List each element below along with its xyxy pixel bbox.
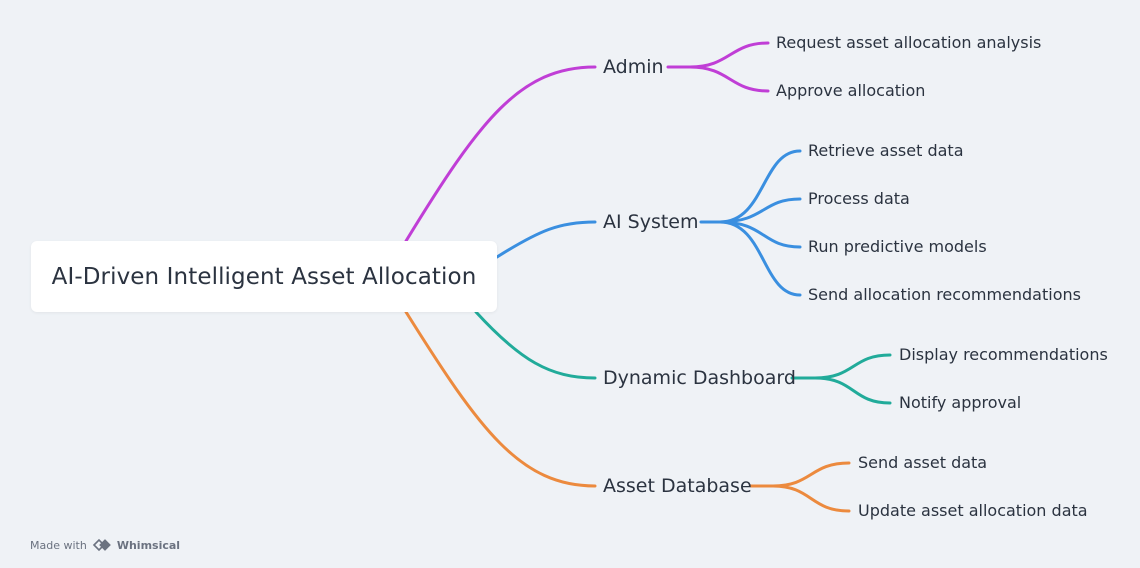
connector-dashboard-child-2 xyxy=(813,376,892,405)
leaf-dashboard-1[interactable]: Display recommendations xyxy=(899,345,1108,364)
leaf-ai-3[interactable]: Run predictive models xyxy=(808,237,987,256)
leaf-admin-2[interactable]: Approve allocation xyxy=(776,81,926,100)
branch-admin[interactable]: Admin xyxy=(603,56,664,78)
leaf-dashboard-2[interactable]: Notify approval xyxy=(899,393,1022,412)
branch-ai-system[interactable]: AI System xyxy=(603,211,699,233)
leaf-db-1[interactable]: Send asset data xyxy=(858,453,988,472)
made-with-text: Made with xyxy=(30,538,87,552)
connector-ai-child-4 xyxy=(718,220,802,297)
connector-admin-child-1 xyxy=(688,41,770,69)
connector-ai-child-1 xyxy=(718,149,802,224)
connector-dashboard-child-1 xyxy=(813,353,892,380)
connector-ai-child-3 xyxy=(718,220,802,249)
made-with-footer[interactable]: Made with Whimsical xyxy=(30,538,180,552)
connector-root-ai-system xyxy=(495,220,597,259)
connector-root-asset-database xyxy=(404,310,597,488)
connector-db-child-1 xyxy=(771,461,851,488)
leaf-db-2[interactable]: Update asset allocation data xyxy=(858,501,1088,520)
root-node-label: AI-Driven Intelligent Asset Allocation xyxy=(51,263,477,290)
connector-admin-child-2 xyxy=(688,65,770,93)
connector-db-child-2 xyxy=(771,484,851,513)
branch-dynamic-dashboard[interactable]: Dynamic Dashboard xyxy=(603,367,796,389)
leaf-ai-4[interactable]: Send allocation recommendations xyxy=(808,285,1081,304)
leaf-ai-1[interactable]: Retrieve asset data xyxy=(808,141,964,160)
connector-root-admin xyxy=(404,65,597,243)
root-node[interactable]: AI-Driven Intelligent Asset Allocation xyxy=(31,241,497,312)
branch-asset-database[interactable]: Asset Database xyxy=(603,475,752,497)
connector-ai-child-2 xyxy=(718,197,802,224)
whimsical-brand-text: Whimsical xyxy=(116,538,181,552)
leaf-ai-2[interactable]: Process data xyxy=(808,189,910,208)
whimsical-logo-icon xyxy=(92,538,111,552)
leaf-admin-1[interactable]: Request asset allocation analysis xyxy=(776,33,1042,52)
connector-root-dashboard xyxy=(474,310,597,380)
